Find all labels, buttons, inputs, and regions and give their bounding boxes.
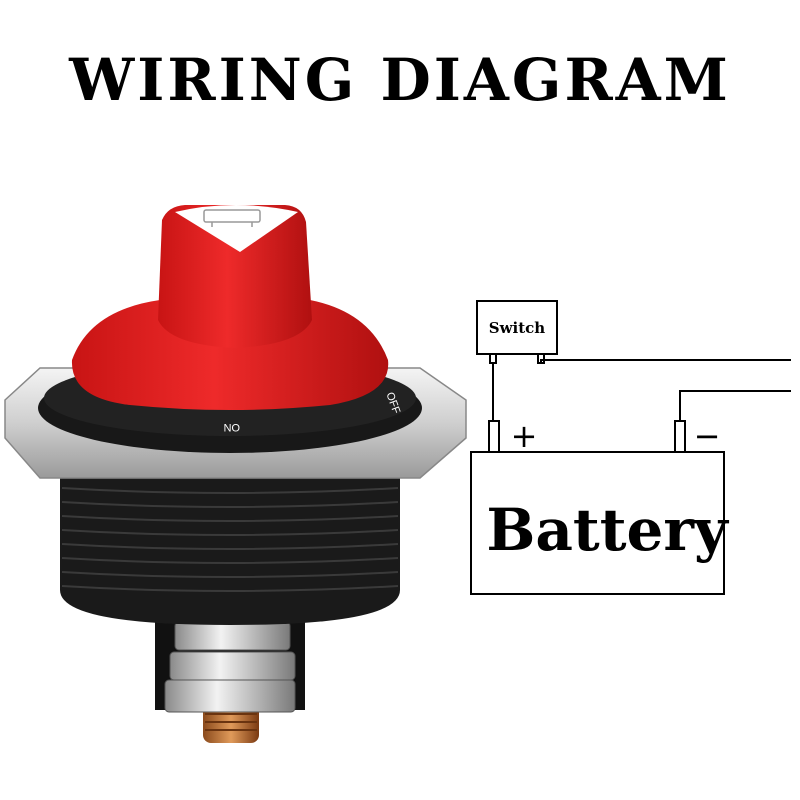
wiring-diagram [470,300,791,595]
positive-symbol: + [511,417,538,455]
hex-nut-top [174,621,291,651]
negative-symbol: − [694,417,721,455]
wire-negative-to-ground [679,390,791,421]
threaded-body [60,470,400,625]
hex-nut-middle [169,651,296,681]
switch-box [476,300,558,355]
knob-grip [158,205,312,348]
copper-threads [205,713,257,731]
knob-base [71,300,389,410]
knob-arrow-indicator [175,205,298,252]
battery-label: Battery [486,496,730,564]
battery-switch-product: ON OFF [4,205,467,743]
battery-body [470,451,725,595]
on-marking: ON [223,421,240,433]
page-title: WIRING DIAGRAM [69,46,731,114]
switch-terminal-left [489,353,497,364]
wire-switch-to-load [540,359,791,363]
hex-nut-bottom [164,679,296,713]
switch-label: Switch [489,319,546,337]
body-threads [61,487,399,592]
car-icon [203,209,261,227]
